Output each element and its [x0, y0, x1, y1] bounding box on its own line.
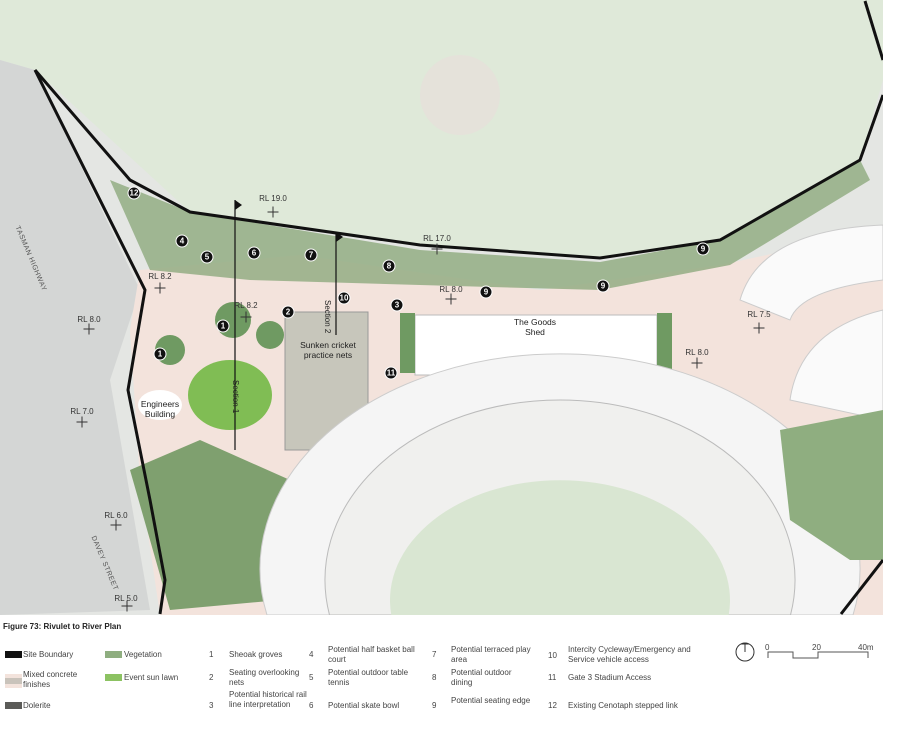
marker-9: 9	[596, 279, 610, 293]
level-label: RL 5.0	[114, 594, 138, 603]
legend-number: 8	[432, 673, 437, 682]
legend-number: 2	[209, 673, 214, 682]
legend-item: Intercity Cycleway/Emergency and Service…	[568, 645, 691, 664]
vegetation-swatch	[105, 651, 122, 658]
marker-1: 1	[216, 319, 230, 333]
level-cross-icon	[83, 323, 95, 335]
level-cross-icon	[240, 311, 252, 323]
marker-11: 11	[384, 366, 398, 380]
scale-label: 20	[812, 643, 821, 652]
road-area	[0, 60, 150, 615]
level-label: RL 17.0	[423, 234, 451, 243]
legend-item: Existing Cenotaph stepped link	[568, 701, 678, 710]
level-label: RL 8.2	[148, 272, 172, 281]
legend-label: Mixed concrete finishes	[23, 670, 78, 689]
stadium-pitch	[390, 480, 730, 615]
legend-item: Potential seating edge	[451, 696, 531, 705]
legend-item: Potential outdoor dining	[451, 668, 512, 687]
north-arrow-and-scale	[735, 642, 869, 662]
legend-item: Seating overlooking nets	[229, 668, 300, 687]
level-cross-icon	[154, 282, 166, 294]
marker-1: 1	[153, 347, 167, 361]
north-arrow-icon	[735, 642, 755, 662]
level-label: RL 7.5	[747, 310, 771, 319]
sun-lawn-swatch	[105, 674, 122, 681]
level-cross-icon	[691, 357, 703, 369]
legend-item: Potential historical rail line interpret…	[229, 690, 307, 709]
map-background	[0, 0, 883, 615]
legend-number: 3	[209, 701, 214, 710]
legend-number: 1	[209, 650, 214, 659]
level-label: RL 8.0	[77, 315, 101, 324]
legend-number: 10	[548, 651, 557, 660]
legend-label: Site Boundary	[23, 650, 74, 659]
legend-number: 6	[309, 701, 314, 710]
marker-2: 2	[281, 305, 295, 319]
legend-item: Potential terraced play area	[451, 645, 531, 664]
level-label: RL 8.2	[234, 301, 258, 310]
marker-5: 5	[200, 250, 214, 264]
marker-12: 12	[127, 186, 141, 200]
level-cross-icon	[267, 206, 279, 218]
legend-label: Vegetation	[124, 650, 162, 659]
marker-8: 8	[382, 259, 396, 273]
level-label: RL 19.0	[259, 194, 287, 203]
cricket-nets-label: Sunken cricket practice nets	[300, 340, 356, 360]
legend-label: Dolerite	[23, 701, 51, 710]
legend-number: 4	[309, 650, 314, 659]
legend-number: 5	[309, 673, 314, 682]
engineers-building-label: Engineers Building	[140, 399, 180, 419]
legend-item: Sheoak groves	[229, 650, 283, 659]
scale-bar	[767, 651, 869, 659]
section-2-label: Section 2	[323, 300, 332, 334]
marker-6: 6	[247, 246, 261, 260]
site-plan-map: RL 19.0 RL 17.0 RL 8.2 RL 8.2 RL 8.0 RL …	[0, 0, 883, 615]
scale-label: 0	[765, 643, 770, 652]
legend-item: Potential skate bowl	[328, 701, 400, 710]
legend-number: 12	[548, 701, 557, 710]
marker-3: 3	[390, 298, 404, 312]
section-1-label: Section 1	[231, 380, 240, 414]
legend-label: Event sun lawn	[124, 673, 179, 682]
goods-shed-label: The Goods Shed	[513, 317, 557, 337]
marker-9: 9	[696, 242, 710, 256]
legend-number: 11	[548, 673, 557, 682]
site-boundary-swatch	[5, 651, 22, 658]
concrete-swatch	[5, 674, 22, 688]
dolerite-swatch	[5, 702, 22, 709]
level-label: RL 7.0	[70, 407, 94, 416]
level-cross-icon	[121, 600, 133, 612]
marker-10: 10	[337, 291, 351, 305]
level-cross-icon	[76, 416, 88, 428]
legend-number: 7	[432, 650, 437, 659]
marker-7: 7	[304, 248, 318, 262]
level-label: RL 8.0	[439, 285, 463, 294]
vegetation-south	[130, 440, 290, 610]
level-cross-icon	[110, 519, 122, 531]
vegetation-strip	[110, 160, 870, 290]
legend-item: Potential half basket ball court	[328, 645, 415, 664]
legend-number: 9	[432, 701, 437, 710]
scale-label: 40m	[858, 643, 874, 652]
level-cross-icon	[445, 293, 457, 305]
level-cross-icon	[431, 243, 443, 255]
legend-item: Potential outdoor table tennis	[328, 668, 409, 687]
event-sun-lawn	[188, 360, 272, 430]
marker-9: 9	[479, 285, 493, 299]
site-boundary	[33, 69, 883, 260]
marker-4: 4	[175, 234, 189, 248]
level-label: RL 8.0	[685, 348, 709, 357]
level-cross-icon	[753, 322, 765, 334]
legend-item: Gate 3 Stadium Access	[568, 673, 652, 682]
level-label: RL 6.0	[104, 511, 128, 520]
figure-caption: Figure 73: Rivulet to River Plan	[3, 622, 122, 631]
